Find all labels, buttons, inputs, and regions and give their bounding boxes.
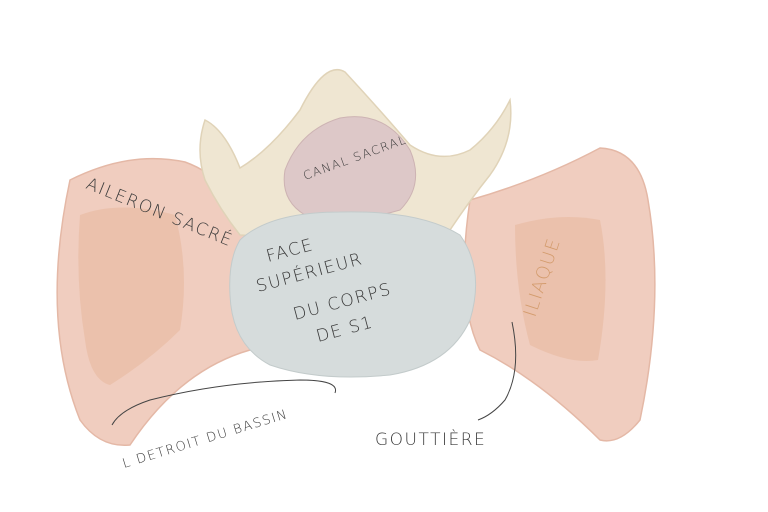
label-gouttiere: GOUTTIÈRE xyxy=(375,428,486,450)
gouttiere-leader-line xyxy=(477,321,517,421)
s1-body-face xyxy=(229,211,477,378)
left-wing-inner xyxy=(78,207,184,385)
right-wing-inner xyxy=(515,216,606,361)
detroit-leader-line xyxy=(111,379,337,426)
